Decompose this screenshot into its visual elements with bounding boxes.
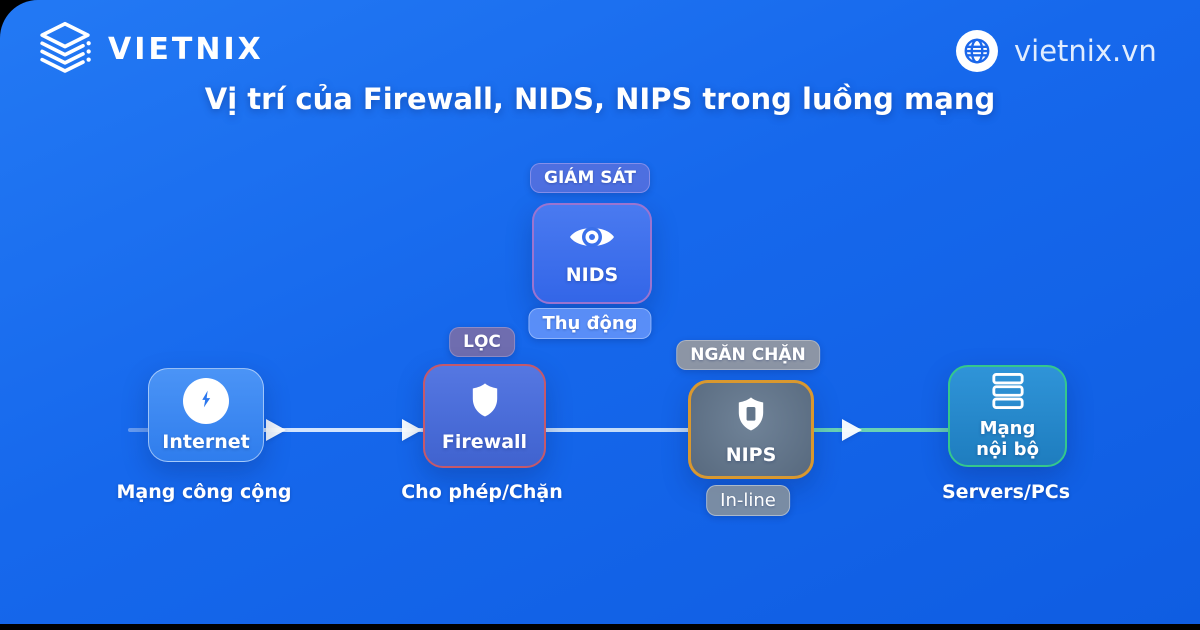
flow-line-stub: [128, 428, 150, 432]
site-url: vietnix.vn: [1014, 34, 1157, 68]
lan-node: Mạng nội bộ: [948, 365, 1067, 467]
page-title: Vị trí của Firewall, NIDS, NIPS trong lu…: [204, 82, 996, 116]
bolt-icon: [196, 388, 216, 414]
nips-node: NIPS: [688, 380, 814, 479]
brand: VIETNIX: [34, 20, 264, 78]
globe-icon: [956, 30, 998, 72]
nids-node: NIDS: [532, 203, 652, 304]
badge-thu-dong: Thụ động: [528, 308, 652, 339]
shield-icon: [466, 379, 504, 425]
nips-label: NIPS: [725, 444, 777, 466]
internet-node: Internet: [148, 368, 264, 462]
firewall-label: Firewall: [441, 431, 528, 453]
badge-loc: LỌC: [449, 327, 515, 357]
caption-servers-pcs: Servers/PCs: [941, 481, 1071, 503]
eye-icon: [568, 222, 616, 256]
internet-icon-circle: [183, 377, 229, 424]
caption-public-network: Mạng công cộng: [116, 481, 292, 503]
shield-block-icon: [732, 393, 770, 439]
layers-stack-icon: [34, 20, 96, 78]
firewall-node: Firewall: [423, 364, 546, 468]
caption-allow-block: Cho phép/Chặn: [401, 481, 563, 503]
nids-label: NIDS: [565, 263, 619, 286]
flow-line-internet-firewall: [262, 428, 424, 432]
badge-in-line: In-line: [706, 485, 790, 516]
flow-line-firewall-nips: [543, 428, 690, 432]
flow-line-nips-lan: [808, 428, 950, 432]
badge-giam-sat: GIÁM SÁT: [530, 163, 650, 193]
arrow-right-icon: [402, 419, 422, 441]
arrow-right-icon: [842, 419, 862, 441]
site-badge: vietnix.vn: [956, 30, 1157, 72]
brand-name: VIETNIX: [108, 31, 264, 67]
lan-label: Mạng nội bộ: [976, 418, 1039, 460]
server-stack-icon: [991, 372, 1025, 414]
badge-ngan-chan: NGĂN CHẶN: [676, 340, 820, 370]
internet-label: Internet: [162, 430, 250, 453]
arrow-right-icon: [266, 419, 286, 441]
